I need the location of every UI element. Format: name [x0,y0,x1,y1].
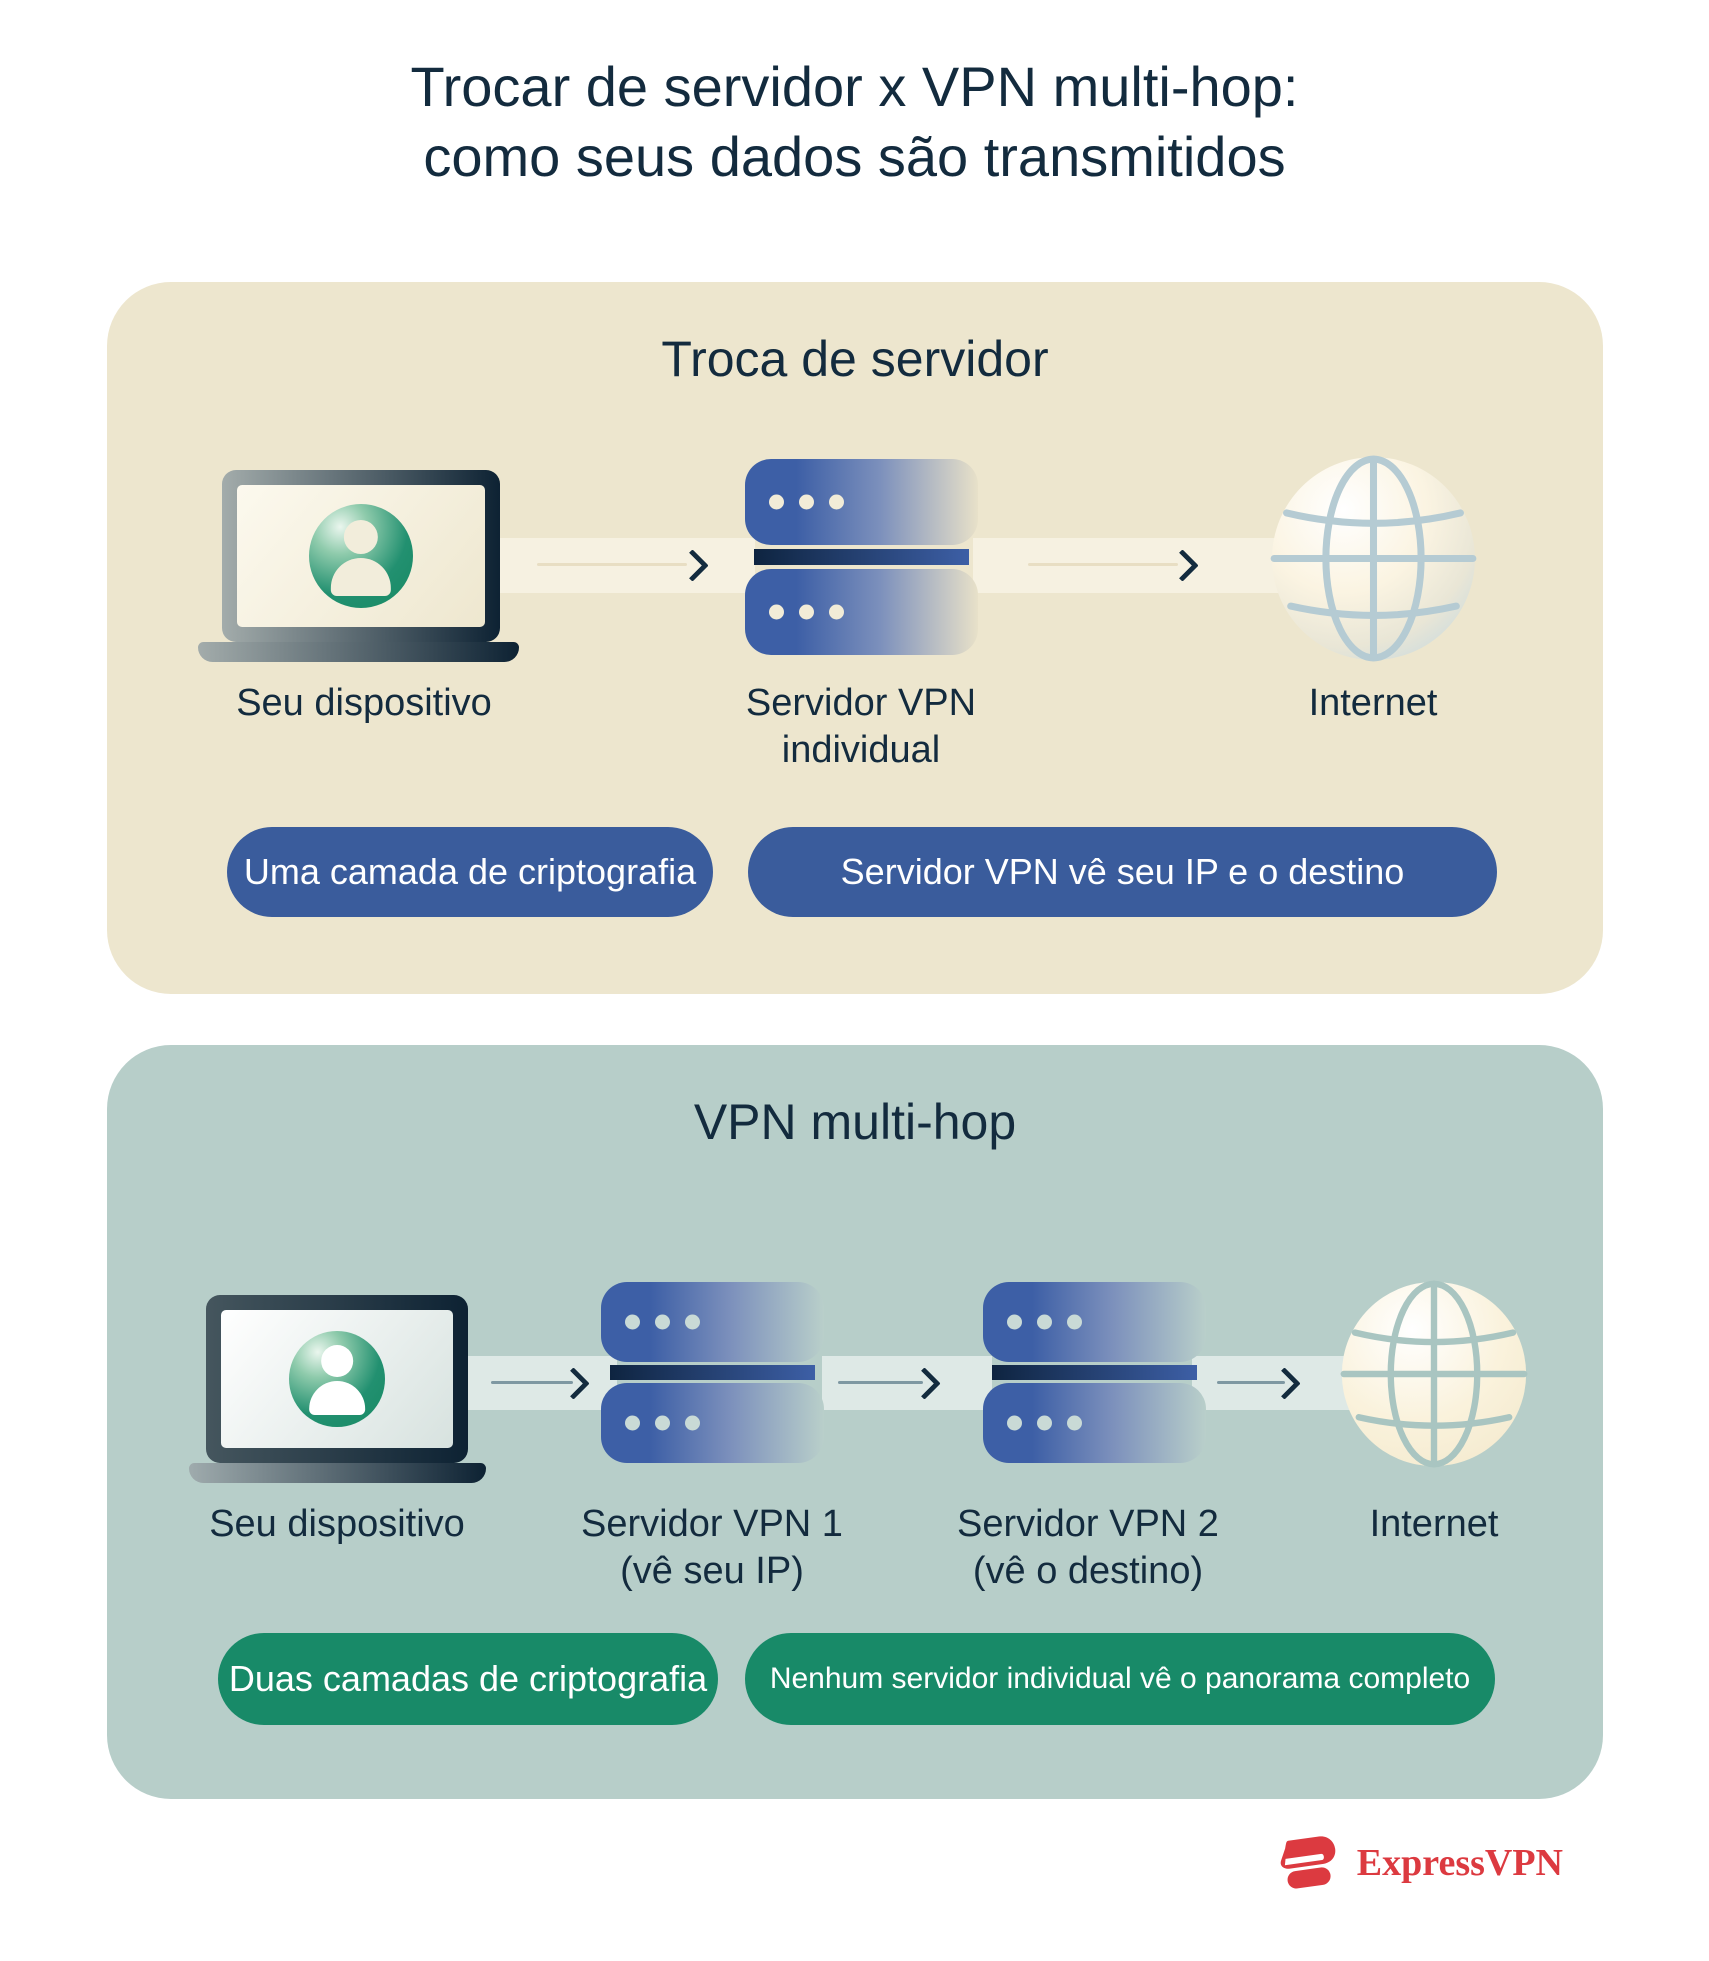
server-led-dot [1037,1415,1052,1431]
flow-arrow-line [537,563,687,566]
laptop-icon [189,1295,486,1483]
encryption-layers-badge: Duas camadas de criptografia [218,1633,718,1725]
server-led-dot [685,1415,700,1431]
server-led-dot [1037,1314,1052,1330]
server-led-dot [1067,1314,1082,1330]
server-divider [992,1365,1197,1380]
server-divider [610,1365,815,1380]
laptop-icon [198,470,519,662]
panel-multi-hop-title: VPN multi-hop [693,1094,1017,1150]
page-title: Trocar de servidor x VPN multi-hop: como… [0,52,1709,192]
brand-name: ExpressVPN [1356,1842,1563,1884]
panel-server-switch-title: Troca de servidor [661,331,1049,387]
expressvpn-logo-icon [1280,1836,1336,1889]
node-label-vpn-server-1: Servidor VPN 1 (vê seu IP) [581,1503,843,1592]
laptop-screen [222,470,500,642]
node-label-device: Seu dispositivo [209,1503,465,1545]
server-led-dot [685,1314,700,1330]
server-led-dot [829,494,844,510]
panel-server-switch: Troca de servidor [107,282,1603,994]
server-2-icon [983,1282,1206,1463]
server-1-icon [601,1282,824,1463]
node-label-vpn-server: Servidor VPN individual [745,682,977,771]
server-led-dot [655,1415,670,1431]
server-led-dot [769,604,784,620]
server-icon [745,459,978,655]
server-led-dot [625,1415,640,1431]
page-title-line2: como seus dados são transmitidos [423,125,1286,188]
brand-logo: ExpressVPN [1275,1834,1563,1892]
laptop-base [198,642,519,662]
server-led-dot [799,494,814,510]
laptop-screen [206,1295,468,1463]
encryption-layers-badge: Uma camada de criptografia [227,827,713,917]
server-led-dot [799,604,814,620]
flow-arrow-line [1217,1381,1285,1384]
server-visibility-badge: Servidor VPN vê seu IP e o destino [748,827,1497,917]
server-visibility-badge: Nenhum servidor individual vê o panorama… [745,1633,1495,1725]
server-divider [754,549,969,565]
server-led-dot [1007,1314,1022,1330]
globe-icon [1270,455,1477,662]
server-led-dot [1007,1415,1022,1431]
panel-multi-hop: VPN multi-hop [107,1045,1603,1799]
page-title-line1: Trocar de servidor x VPN multi-hop: [410,55,1299,118]
user-avatar-icon [289,1331,385,1427]
user-avatar-icon [309,504,413,608]
node-label-internet: Internet [1369,1503,1499,1545]
server-led-dot [829,604,844,620]
server-led-dot [625,1314,640,1330]
flow-arrow-line [838,1381,923,1384]
globe-icon [1340,1280,1528,1468]
node-label-vpn-server-2: Servidor VPN 2 (vê o destino) [957,1503,1219,1592]
server-led-dot [1067,1415,1082,1431]
server-led-dot [769,494,784,510]
flow-arrow-line [1028,563,1178,566]
node-label-device: Seu dispositivo [236,682,492,724]
flow-arrow-line [491,1381,573,1384]
server-led-dot [655,1314,670,1330]
laptop-base [189,1463,486,1483]
node-label-internet: Internet [1308,682,1438,724]
